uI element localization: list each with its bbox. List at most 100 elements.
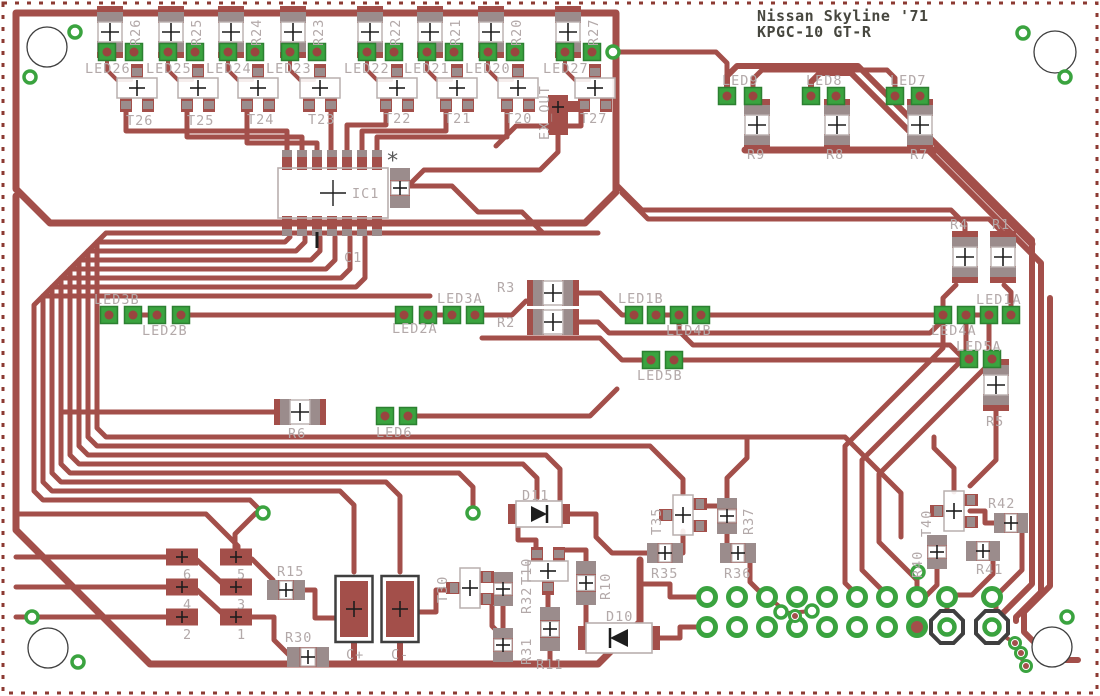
component-LED1B[interactable] <box>624 305 666 325</box>
component-LED27[interactable] <box>555 42 602 62</box>
octagon-pad[interactable] <box>974 609 1010 645</box>
component-LED9[interactable] <box>717 86 763 106</box>
component-R42[interactable] <box>994 513 1028 533</box>
component-LED8[interactable] <box>801 86 846 106</box>
trace[interactable] <box>967 508 1001 526</box>
component-R41[interactable] <box>966 541 1000 561</box>
trace[interactable] <box>405 386 620 419</box>
trace[interactable] <box>297 587 339 621</box>
component-T23[interactable] <box>299 64 341 112</box>
component-T26[interactable] <box>116 64 158 112</box>
trace[interactable] <box>557 511 651 556</box>
exout-pad[interactable] <box>548 95 580 135</box>
trace[interactable] <box>194 587 226 617</box>
trace[interactable] <box>344 109 389 155</box>
component-LED3B[interactable] <box>99 305 143 325</box>
connector-pad-2[interactable] <box>166 608 198 626</box>
trace[interactable] <box>947 548 996 598</box>
component-R40[interactable] <box>927 535 947 569</box>
trace[interactable] <box>676 314 972 360</box>
octagon-pad[interactable] <box>929 609 965 645</box>
component-R4[interactable] <box>952 231 978 283</box>
component-T20[interactable] <box>497 64 539 112</box>
component-T24[interactable] <box>237 64 279 112</box>
trace[interactable] <box>417 587 455 615</box>
trace[interactable] <box>967 405 999 489</box>
component-LED3A[interactable] <box>442 305 485 325</box>
component-R37[interactable] <box>717 498 737 534</box>
trace[interactable] <box>12 192 644 668</box>
component-R6[interactable] <box>274 399 326 425</box>
trace[interactable] <box>403 132 561 191</box>
component-LED1A[interactable] <box>979 305 1021 325</box>
trace[interactable] <box>244 109 320 155</box>
component-LED21[interactable] <box>417 42 464 62</box>
component-R36[interactable] <box>720 543 756 563</box>
component-LED4B[interactable] <box>669 305 711 325</box>
component-IC1[interactable] <box>277 150 389 236</box>
component-R9[interactable] <box>744 99 770 151</box>
trace[interactable] <box>76 234 563 503</box>
component-T40[interactable] <box>930 490 978 532</box>
trace[interactable] <box>750 67 898 93</box>
component-R2[interactable] <box>527 309 579 335</box>
component-T30[interactable] <box>446 567 494 609</box>
component-T27[interactable] <box>574 64 616 112</box>
pin-hole-grid[interactable] <box>696 586 1003 638</box>
component-T21[interactable] <box>436 64 478 112</box>
trace[interactable] <box>472 298 529 318</box>
component-R7[interactable] <box>907 99 933 151</box>
connector-pad-1[interactable] <box>220 608 252 626</box>
trace[interactable] <box>49 234 403 575</box>
trace[interactable] <box>58 234 476 516</box>
component-R3[interactable] <box>527 280 579 306</box>
component-R10[interactable] <box>576 561 596 605</box>
trace[interactable] <box>741 146 1036 248</box>
component-C-[interactable] <box>380 574 420 644</box>
connector-pad-6[interactable] <box>166 548 198 566</box>
component-LED5B[interactable] <box>641 350 684 370</box>
component-LED6[interactable] <box>375 406 418 426</box>
trace[interactable] <box>94 230 904 540</box>
trace[interactable] <box>619 190 1006 243</box>
component-R31[interactable] <box>493 628 513 662</box>
component-C+[interactable] <box>334 574 374 644</box>
trace[interactable] <box>374 109 510 155</box>
trace[interactable] <box>359 109 449 155</box>
component-R15[interactable] <box>267 580 305 600</box>
trace[interactable] <box>724 434 750 503</box>
component-R5[interactable] <box>983 359 1009 411</box>
component-LED4A[interactable] <box>933 305 976 325</box>
trace[interactable] <box>40 234 368 575</box>
component-R11[interactable] <box>540 607 560 651</box>
trace[interactable] <box>85 234 686 497</box>
trace[interactable] <box>249 614 294 660</box>
trace[interactable] <box>12 9 620 227</box>
trace[interactable] <box>637 581 703 600</box>
component-T35[interactable] <box>659 494 707 536</box>
component-LED22[interactable] <box>357 42 404 62</box>
component-R8[interactable] <box>824 99 850 151</box>
trace[interactable] <box>808 70 1044 624</box>
trace[interactable] <box>194 557 226 587</box>
trace[interactable] <box>13 511 241 554</box>
trace[interactable] <box>931 434 957 495</box>
component-D11[interactable] <box>508 500 570 528</box>
trace[interactable] <box>407 183 546 236</box>
component-C1CHIP[interactable] <box>390 168 410 208</box>
trace[interactable] <box>647 624 701 641</box>
component-T25[interactable] <box>177 64 219 112</box>
component-LED23[interactable] <box>280 42 327 62</box>
connector-pad-4[interactable] <box>166 578 198 596</box>
vias[interactable] <box>22 24 1075 673</box>
component-T10[interactable] <box>527 547 569 595</box>
component-LED20[interactable] <box>478 42 525 62</box>
component-R32[interactable] <box>493 572 513 606</box>
component-D10[interactable] <box>578 622 660 654</box>
component-LED25[interactable] <box>158 42 205 62</box>
component-T22[interactable] <box>376 64 418 112</box>
connector-pad-5[interactable] <box>220 548 252 566</box>
component-LED7[interactable] <box>885 86 930 106</box>
component-LED2B[interactable] <box>147 305 191 325</box>
